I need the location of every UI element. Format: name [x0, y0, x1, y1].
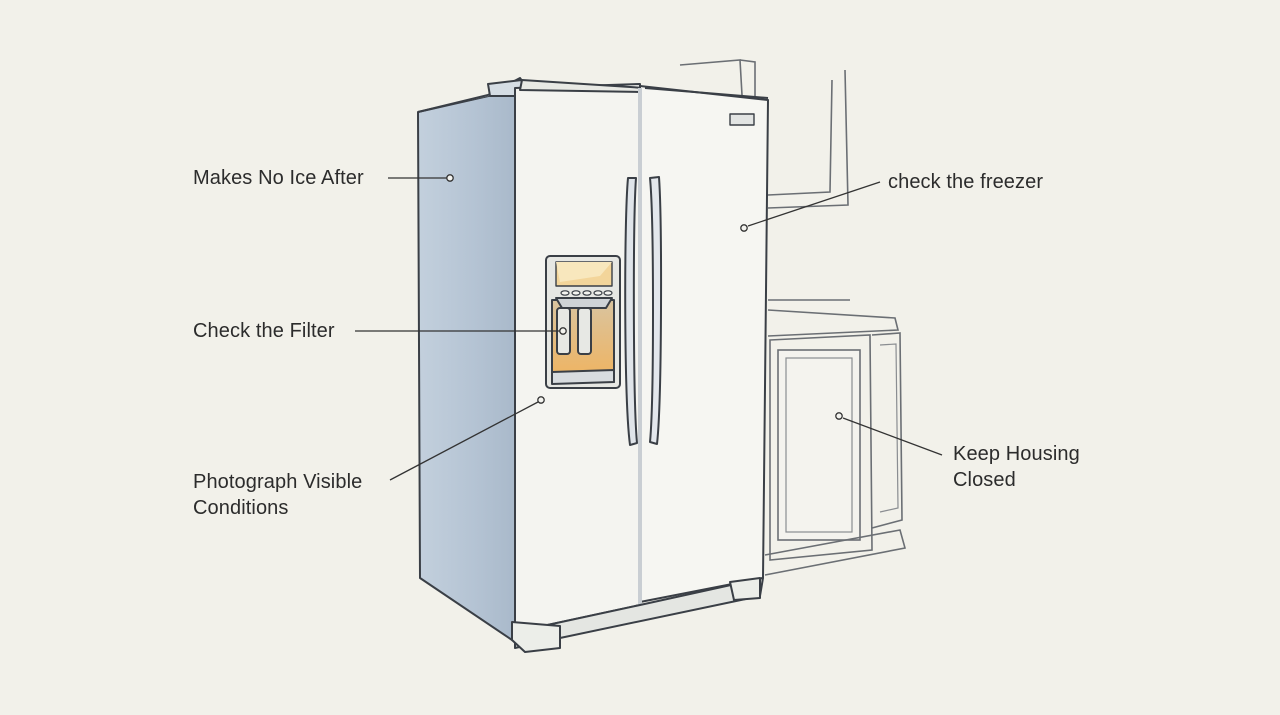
label-line: Conditions	[193, 497, 289, 519]
leader-photograph-visible-conditions	[389, 401, 539, 481]
label-line: Check the Filter	[193, 320, 335, 342]
label-photograph-visible-conditions: Photograph Visible Conditions	[193, 469, 362, 521]
anchor-photograph-visible-conditions	[537, 396, 545, 404]
label-makes-no-ice-after: Makes No Ice After	[193, 165, 364, 191]
label-check-the-filter: Check the Filter	[193, 318, 335, 344]
label-check-the-freezer: check the freezer	[888, 169, 1043, 195]
leader-lines	[355, 177, 943, 481]
label-line: Photograph Visible	[193, 471, 363, 493]
dispenser-buttons	[560, 290, 613, 296]
label-line: Makes No Ice After	[193, 167, 364, 189]
anchor-check-the-freezer	[740, 224, 748, 232]
label-line: Keep Housing	[953, 443, 1080, 465]
callout-anchor-points	[446, 174, 843, 420]
label-keep-housing-closed: Keep Housing Closed	[953, 441, 1080, 493]
label-line: Closed	[953, 469, 1016, 491]
anchor-check-the-filter	[559, 327, 567, 335]
leader-keep-housing-closed	[842, 417, 943, 456]
leader-check-the-freezer	[747, 181, 881, 227]
label-line: check the freezer	[888, 171, 1044, 193]
kitchen-cabinets	[679, 59, 907, 576]
fridge-body	[417, 77, 769, 653]
anchor-makes-no-ice-after	[446, 174, 454, 182]
anchor-keep-housing-closed	[835, 412, 843, 420]
